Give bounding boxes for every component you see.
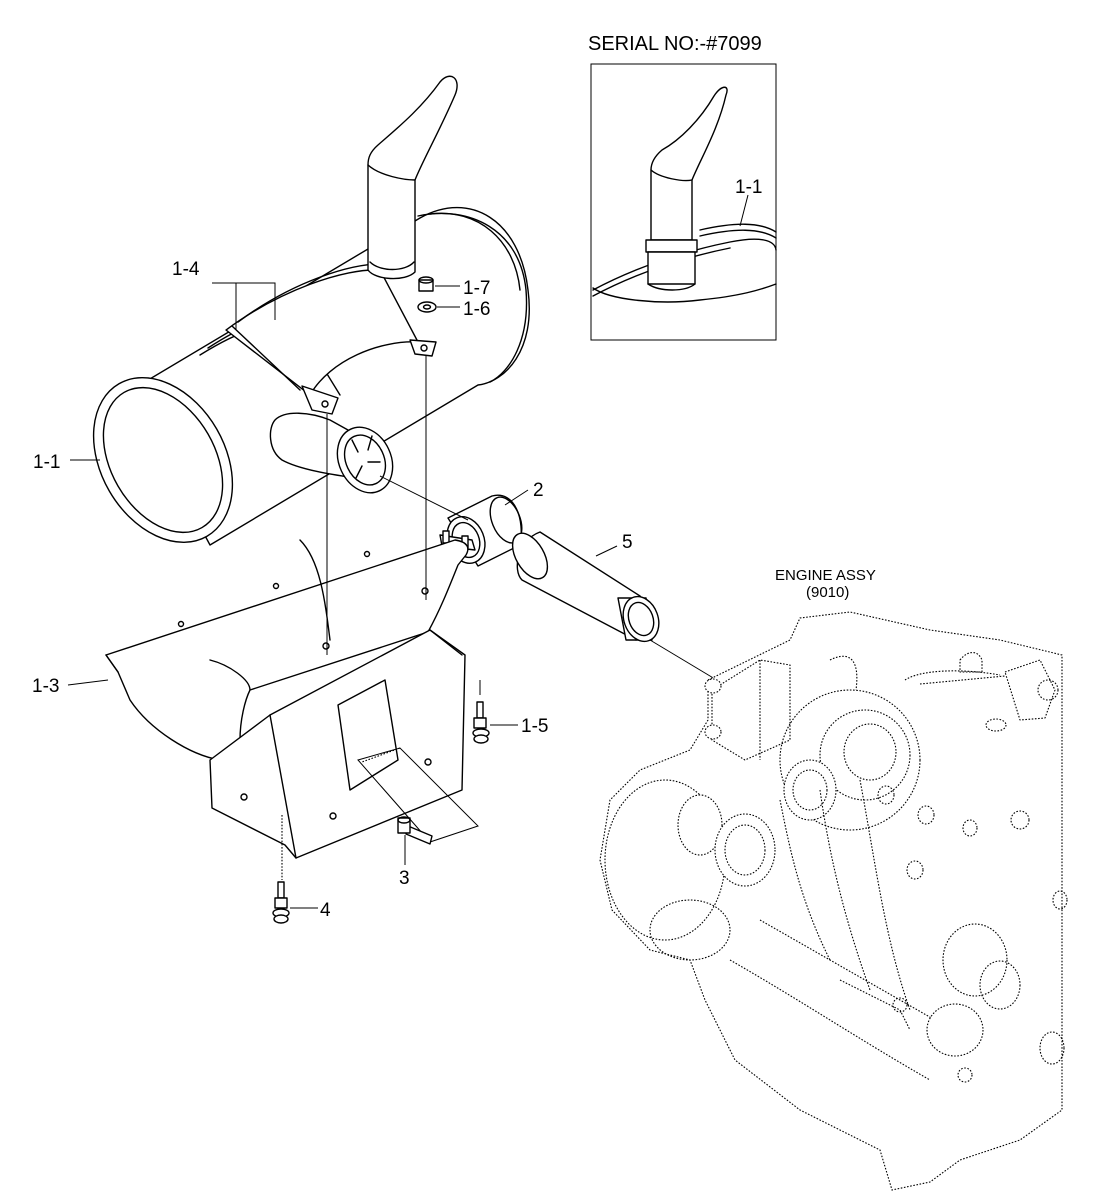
serial-inset: SERIAL NO:-#7099 1-1 <box>588 33 777 341</box>
callout-1-3: 1-3 <box>32 676 59 697</box>
inset-title: SERIAL NO:-#7099 <box>588 33 762 55</box>
callout-5: 5 <box>622 532 633 553</box>
inset-leader-line <box>739 194 749 227</box>
inset-callout-1-1: 1-1 <box>735 177 762 198</box>
inset-muffler-view <box>592 86 777 303</box>
callout-2: 2 <box>533 480 544 501</box>
muffler-assembly <box>92 75 530 546</box>
bracket-part-1-3 <box>105 539 479 859</box>
bolt-1-5 <box>472 701 490 744</box>
callout-3: 3 <box>399 868 410 889</box>
inset-frame <box>590 63 777 341</box>
pipe-part-5 <box>511 531 660 643</box>
engine-code: (9010) <box>806 584 849 601</box>
nut-1-7 <box>418 276 434 292</box>
callout-1-5: 1-5 <box>521 716 548 737</box>
bolt-4 <box>272 881 290 924</box>
callout-4: 4 <box>320 900 331 921</box>
leader-lines <box>67 282 1006 909</box>
engine-name: ENGINE ASSY <box>775 567 876 584</box>
callout-1-1: 1-1 <box>33 452 60 473</box>
washer-1-6 <box>417 301 437 313</box>
callout-1-7: 1-7 <box>463 278 490 299</box>
engine-assembly: ENGINE ASSY (9010) <box>599 567 1068 1191</box>
callout-labels: 1-4 1-7 1-6 1-1 2 5 1-3 1-5 3 4 <box>32 259 633 921</box>
callout-1-6: 1-6 <box>463 299 490 320</box>
callout-1-4: 1-4 <box>172 259 200 280</box>
bolt-3 <box>397 816 433 845</box>
